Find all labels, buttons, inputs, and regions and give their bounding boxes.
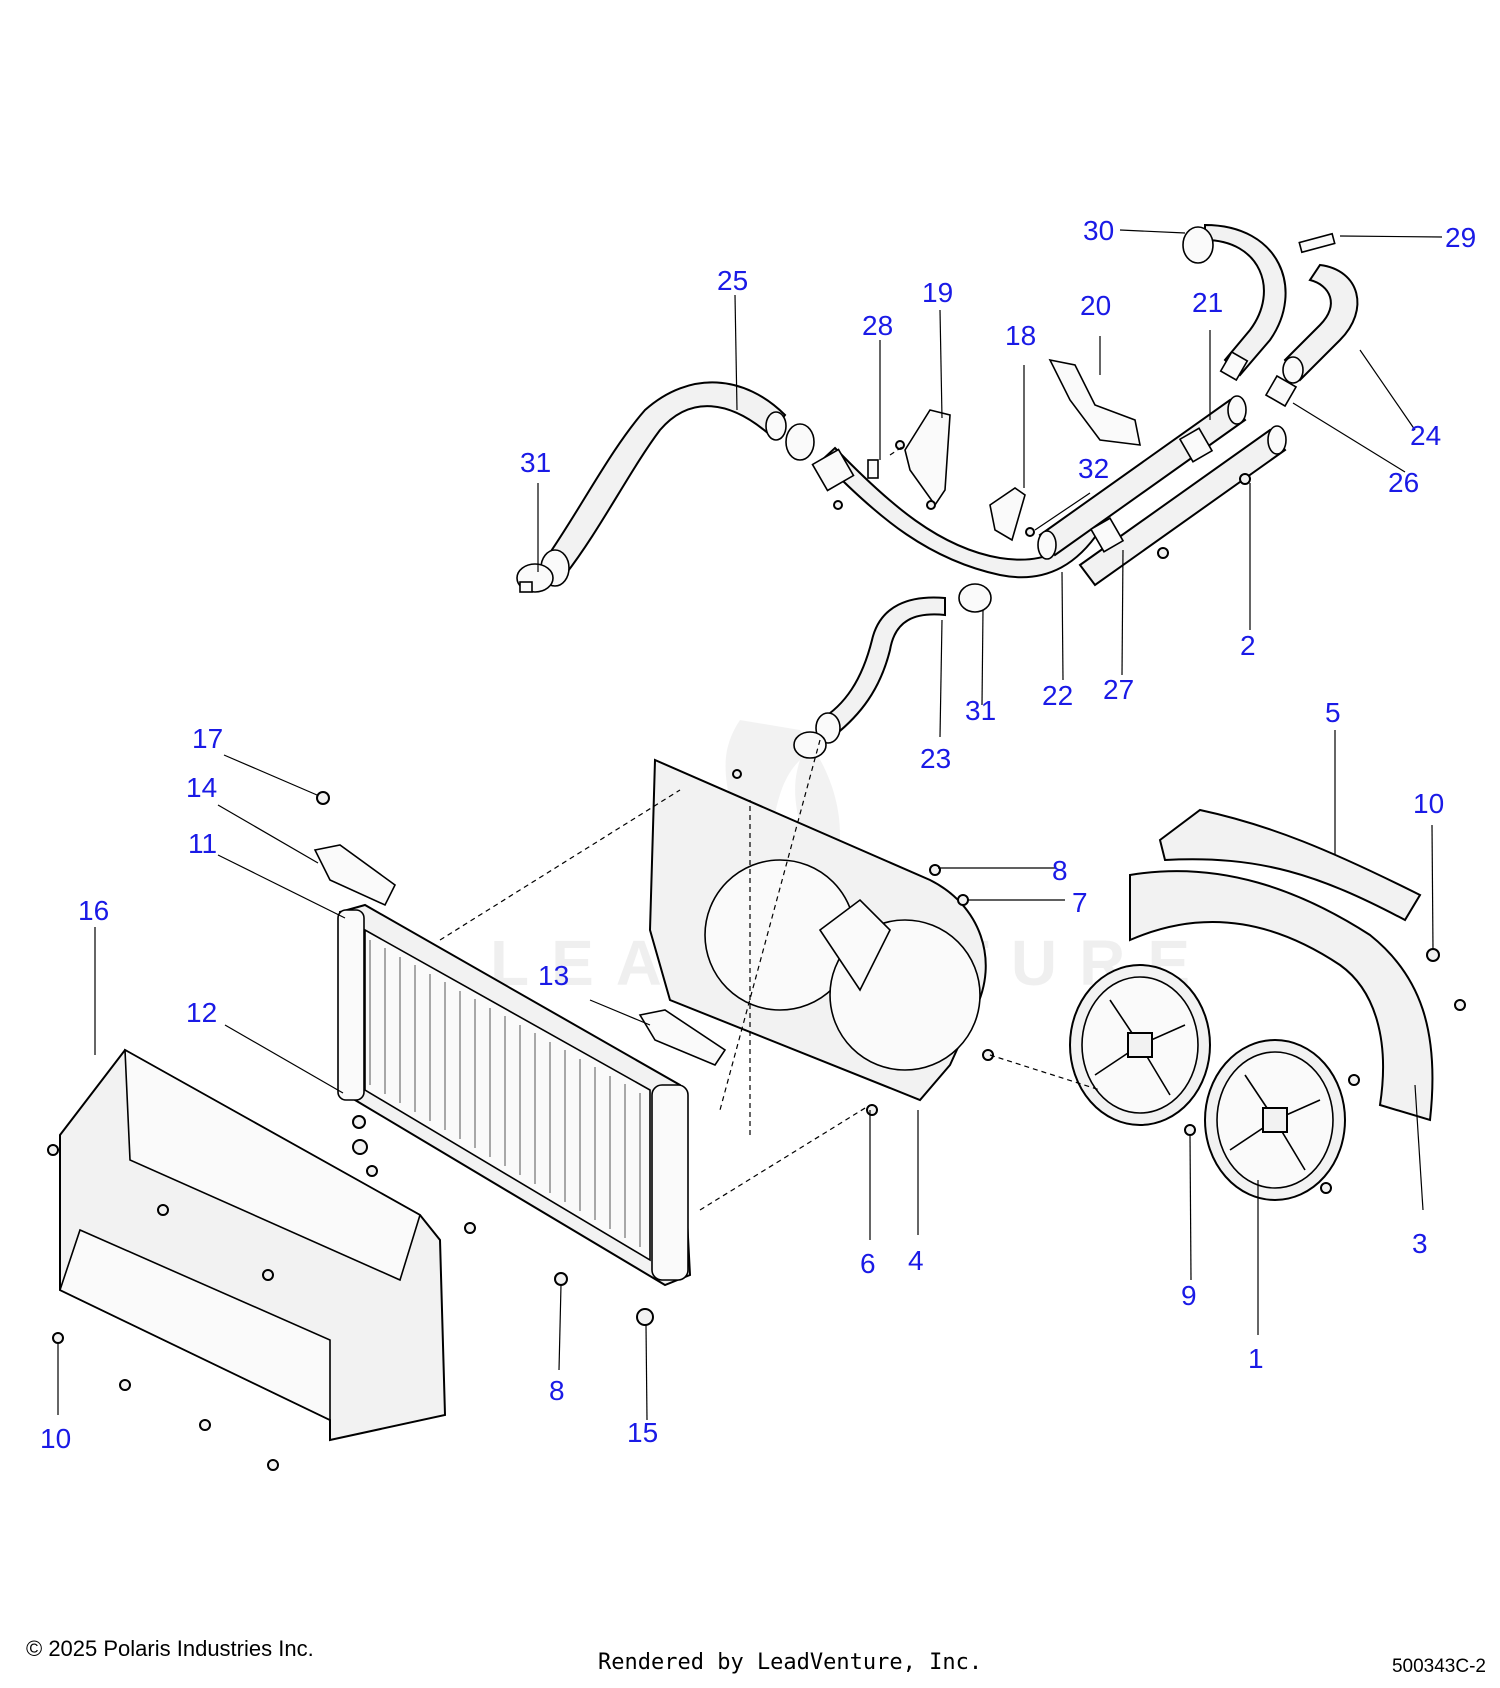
callout-3: 3 bbox=[1412, 1228, 1428, 1259]
callout-21: 21 bbox=[1192, 287, 1223, 318]
callout-17: 17 bbox=[192, 723, 223, 754]
coolant-pipe-part-22 bbox=[811, 446, 1102, 579]
air-duct-part-3 bbox=[1129, 870, 1434, 1122]
skid-plate-part-16 bbox=[59, 1048, 447, 1442]
callout-labels: 1 2 3 4 5 6 7 8 8 9 10 10 11 12 13 14 15… bbox=[40, 215, 1476, 1454]
callout-6: 6 bbox=[860, 1248, 876, 1279]
callout-18: 18 bbox=[1005, 320, 1036, 351]
callout-26: 26 bbox=[1388, 467, 1419, 498]
bracket-part-14 bbox=[313, 844, 397, 907]
callout-16: 16 bbox=[78, 895, 109, 926]
callout-10-right: 10 bbox=[1413, 788, 1444, 819]
radiator-part-11 bbox=[337, 903, 692, 1287]
bracket-part-18 bbox=[989, 487, 1026, 542]
callout-31-left: 31 bbox=[520, 447, 551, 478]
hose-clamp-part-30 bbox=[1182, 226, 1214, 264]
callout-9: 9 bbox=[1181, 1280, 1197, 1311]
callout-8-upper: 8 bbox=[1052, 855, 1068, 886]
callout-23: 23 bbox=[920, 743, 951, 774]
clamp-part-27 bbox=[1089, 427, 1214, 553]
callout-20: 20 bbox=[1080, 290, 1111, 321]
callout-22: 22 bbox=[1042, 680, 1073, 711]
cooling-fan-part-1-lower bbox=[1204, 1039, 1346, 1201]
callout-12: 12 bbox=[186, 997, 217, 1028]
callout-1: 1 bbox=[1248, 1343, 1264, 1374]
callout-11: 11 bbox=[188, 828, 217, 859]
callout-14: 14 bbox=[186, 772, 217, 803]
callout-24: 24 bbox=[1410, 420, 1441, 451]
alignment-dashed-lines bbox=[439, 444, 1101, 1211]
callout-2: 2 bbox=[1240, 630, 1256, 661]
callout-30: 30 bbox=[1083, 215, 1114, 246]
callout-25: 25 bbox=[717, 265, 748, 296]
bracket-part-20 bbox=[1048, 358, 1142, 446]
callout-8-lower: 8 bbox=[549, 1375, 565, 1406]
hose-clamp-part-23-end bbox=[793, 731, 827, 759]
clamp-part-28 bbox=[867, 459, 879, 479]
bracket-part-19 bbox=[904, 409, 951, 507]
callout-4: 4 bbox=[908, 1245, 924, 1276]
callout-19: 19 bbox=[922, 277, 953, 308]
callout-32: 32 bbox=[1078, 453, 1109, 484]
hose-clamp-part-25-end bbox=[785, 423, 815, 461]
hose-upper-right bbox=[1204, 223, 1287, 377]
callout-15: 15 bbox=[627, 1417, 658, 1448]
clamp-part-26 bbox=[1219, 350, 1298, 408]
callout-13: 13 bbox=[538, 960, 569, 991]
radiator-fins bbox=[369, 940, 641, 1247]
callout-5: 5 bbox=[1325, 697, 1341, 728]
bracket-part-13 bbox=[638, 1009, 727, 1066]
callout-28: 28 bbox=[862, 310, 893, 341]
callout-29: 29 bbox=[1445, 222, 1476, 253]
hose-part-24 bbox=[1282, 263, 1359, 384]
upper-hose-part-25 bbox=[540, 381, 787, 587]
clamp-part-29 bbox=[1298, 232, 1336, 254]
leader-lines bbox=[57, 229, 1443, 1421]
lower-hose-part-23 bbox=[815, 596, 946, 744]
cooling-fan-part-1-upper bbox=[1069, 964, 1211, 1126]
rendered-by-text: Rendered by LeadVenture, Inc. bbox=[598, 1650, 983, 1675]
callout-10-left: 10 bbox=[40, 1423, 71, 1454]
fan-shroud-part-4 bbox=[648, 758, 987, 1102]
hose-clamp-part-31-right bbox=[958, 583, 992, 613]
air-duct-part-5 bbox=[1158, 808, 1422, 922]
copyright-text: © 2025 Polaris Industries Inc. bbox=[26, 1636, 314, 1661]
hose-clamp-part-31-left bbox=[516, 563, 554, 593]
callout-27: 27 bbox=[1103, 674, 1134, 705]
callout-7: 7 bbox=[1072, 887, 1088, 918]
callout-31-right: 31 bbox=[965, 695, 996, 726]
diagram-id-text: 500343C-2 bbox=[1391, 1656, 1486, 1677]
